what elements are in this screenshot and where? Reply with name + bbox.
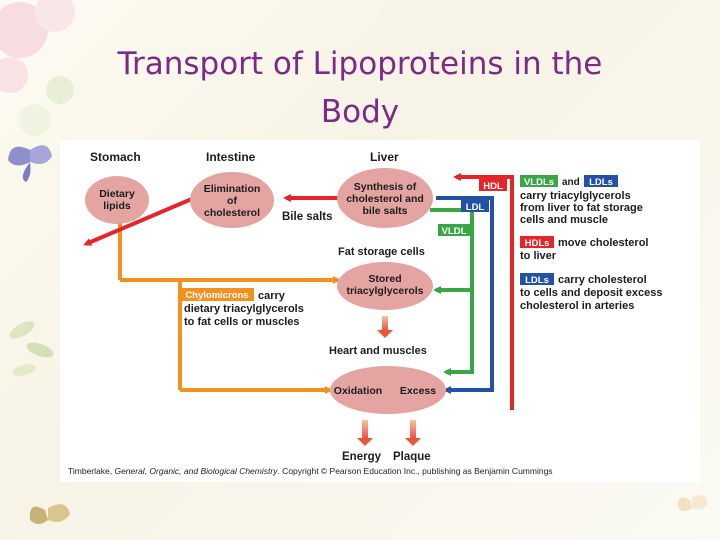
lipoprotein-transport-figure: Stomach Intestine Liver Dietary xyxy=(60,140,700,482)
arrow-to-plaque-head xyxy=(405,438,421,446)
bile-salts-label: Bile salts xyxy=(282,211,333,223)
credit-book: General, Organic, and Biological Chemist… xyxy=(114,466,278,476)
hdl-tag: HDL xyxy=(479,179,507,192)
figure-credit: Timberlake, General, Organic, and Biolog… xyxy=(68,466,553,476)
arrow-to-heart-head xyxy=(377,330,393,338)
chylomicrons-tag: Chylomicrons xyxy=(185,290,248,301)
hdl-pathway xyxy=(83,173,514,410)
legend-vldls-tag: VLDLs xyxy=(524,177,554,188)
leaf-sprig-left xyxy=(9,321,54,376)
elim-line1: Elimination xyxy=(204,183,261,195)
arrow-to-heart xyxy=(382,316,388,330)
legend-item-ldl: LDLs carry cholesterol to cells and depo… xyxy=(520,273,662,312)
stored-line2: triacylglycerols xyxy=(346,285,423,297)
dietary-line1: Dietary xyxy=(99,188,135,200)
chylo-line1: carry xyxy=(258,290,286,302)
credit-pre: Timberlake, xyxy=(68,466,115,476)
butterfly-bottom-icon xyxy=(29,504,70,524)
elim-line3: cholesterol xyxy=(204,207,260,219)
node-oxidation-excess: Oxidation Excess xyxy=(330,366,446,414)
node-elimination-cholesterol: Elimination of cholesterol xyxy=(190,172,274,228)
ldl-tag-text: LDL xyxy=(466,202,485,213)
arrow-to-plaque xyxy=(410,420,416,438)
legend-item3-line1: to cells and deposit excess xyxy=(520,287,662,299)
synth-line3: bile salts xyxy=(363,205,408,217)
arrow-to-energy-head xyxy=(357,438,373,446)
header-stomach: Stomach xyxy=(90,150,141,164)
chylo-line3: to fat cells or muscles xyxy=(184,316,300,328)
butterfly-bottom-right-icon xyxy=(677,495,708,511)
legend-item3-line2: cholesterol in arteries xyxy=(520,300,634,312)
vldl-pathway xyxy=(430,208,474,376)
legend-item2-line0: move cholesterol xyxy=(558,237,648,249)
header-liver: Liver xyxy=(370,150,399,164)
legend-item1-line3: cells and muscle xyxy=(520,214,608,226)
header-intestine: Intestine xyxy=(206,150,256,164)
vldl-tag-text: VLDL xyxy=(442,226,467,237)
oxidation-label: Oxidation xyxy=(334,385,382,397)
ldl-tag: LDL xyxy=(461,200,489,213)
fat-storage-label: Fat storage cells xyxy=(338,246,425,258)
ldl-pathway xyxy=(436,196,494,394)
synth-line2: cholesterol and xyxy=(346,193,424,205)
hdl-tag-text: HDL xyxy=(483,181,503,192)
legend-item1-line1: carry triacylglycerols xyxy=(520,190,631,202)
legend-item3-line0: carry cholesterol xyxy=(558,274,647,286)
node-stored-triacylglycerols: Stored triacylglycerols xyxy=(337,262,433,310)
legend-ldls-tag: LDLs xyxy=(589,177,613,188)
slide-title-line1: Transport of Lipoproteins in the xyxy=(117,46,603,82)
legend-ldls2-tag: LDLs xyxy=(525,275,549,286)
stored-line1: Stored xyxy=(368,273,401,285)
synth-line1: Synthesis of xyxy=(354,181,417,193)
elim-line2: of xyxy=(227,195,237,207)
legend: VLDLs and LDLs carry triacylglycerols fr… xyxy=(520,175,662,312)
legend-and: and xyxy=(562,177,580,188)
legend-item2-line1: to liver xyxy=(520,250,557,262)
slide-title: Transport of Lipoproteins in the Body xyxy=(60,40,660,136)
energy-label: Energy xyxy=(342,451,382,463)
legend-item-vldl-ldl: VLDLs and LDLs carry triacylglycerols fr… xyxy=(520,175,643,226)
legend-hdls-tag: HDLs xyxy=(525,238,550,249)
arrow-to-energy xyxy=(362,420,368,438)
excess-label: Excess xyxy=(400,385,436,397)
credit-post: . Copyright © Pearson Education Inc., pu… xyxy=(277,466,553,476)
dietary-line2: lipids xyxy=(103,200,131,212)
slide-title-line2: Body xyxy=(320,94,400,130)
plaque-label: Plaque xyxy=(393,451,431,463)
chylomicrons-description: Chylomicrons carry dietary triacylglycer… xyxy=(180,288,304,328)
vldl-tag: VLDL xyxy=(438,224,470,237)
flower-blossom-top-left xyxy=(0,0,75,136)
legend-item1-line2: from liver to fat storage xyxy=(520,202,643,214)
heart-muscles-label: Heart and muscles xyxy=(329,345,427,357)
chylo-line2: dietary triacylglycerols xyxy=(184,303,304,315)
node-dietary-lipids: Dietary lipids xyxy=(85,176,149,224)
node-synthesis-cholesterol: Synthesis of cholesterol and bile salts xyxy=(337,168,433,228)
butterfly-icon xyxy=(8,145,52,182)
legend-item-hdl: HDLs move cholesterol to liver xyxy=(520,236,648,262)
lipoprotein-diagram: Stomach Intestine Liver Dietary xyxy=(83,150,662,463)
